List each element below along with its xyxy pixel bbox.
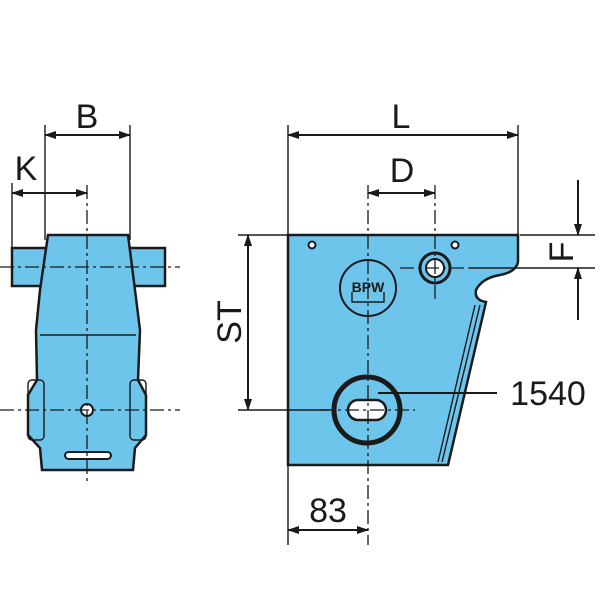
small-hole-right — [450, 240, 460, 250]
dimension-label-L: L — [392, 98, 411, 136]
dimension-label-83: 83 — [309, 492, 347, 530]
dimension-F — [470, 180, 595, 320]
dimension-L — [287, 125, 519, 235]
bracket-body — [286, 233, 520, 467]
dimension-label-F: F — [543, 242, 581, 263]
dimension-label-ST: ST — [211, 300, 249, 343]
dimension-K — [11, 183, 88, 250]
dimension-ST — [238, 234, 330, 411]
dimension-label-K: K — [15, 150, 38, 188]
side-view — [0, 185, 180, 485]
side-view-body — [26, 233, 148, 472]
side-view-slot — [64, 451, 112, 460]
dimension-label-D: D — [390, 152, 415, 190]
dimension-83 — [287, 465, 369, 545]
part-number-label: 1540 — [510, 375, 586, 413]
small-hole-left — [307, 240, 317, 250]
dimension-B — [44, 125, 131, 240]
front-view: BPW — [286, 185, 520, 545]
dimension-label-B: B — [76, 98, 99, 136]
